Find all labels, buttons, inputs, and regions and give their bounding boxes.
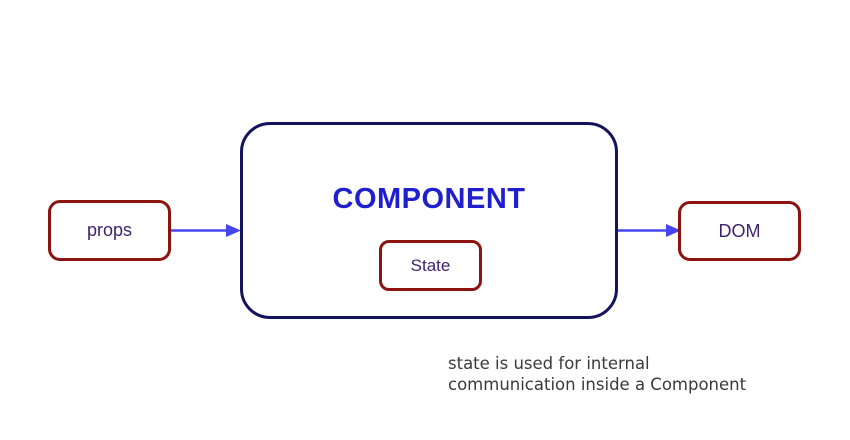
arrow-right-icon [171, 224, 241, 237]
props-node-label: props [86, 220, 133, 240]
arrow-right-icon [618, 224, 681, 237]
component-node [240, 122, 618, 319]
dom-node-label: DOM [718, 220, 761, 241]
caption-line-1: state is used for internal [448, 354, 650, 373]
component-node-title: COMPONENT [332, 183, 526, 215]
dom-node: DOM [678, 201, 801, 261]
caption-line-2: communication inside a Component [448, 375, 747, 394]
props-node: props [48, 200, 171, 261]
state-node-label: State [410, 255, 451, 275]
caption: state is used for internal communication… [448, 353, 746, 395]
state-node: State [379, 240, 482, 291]
